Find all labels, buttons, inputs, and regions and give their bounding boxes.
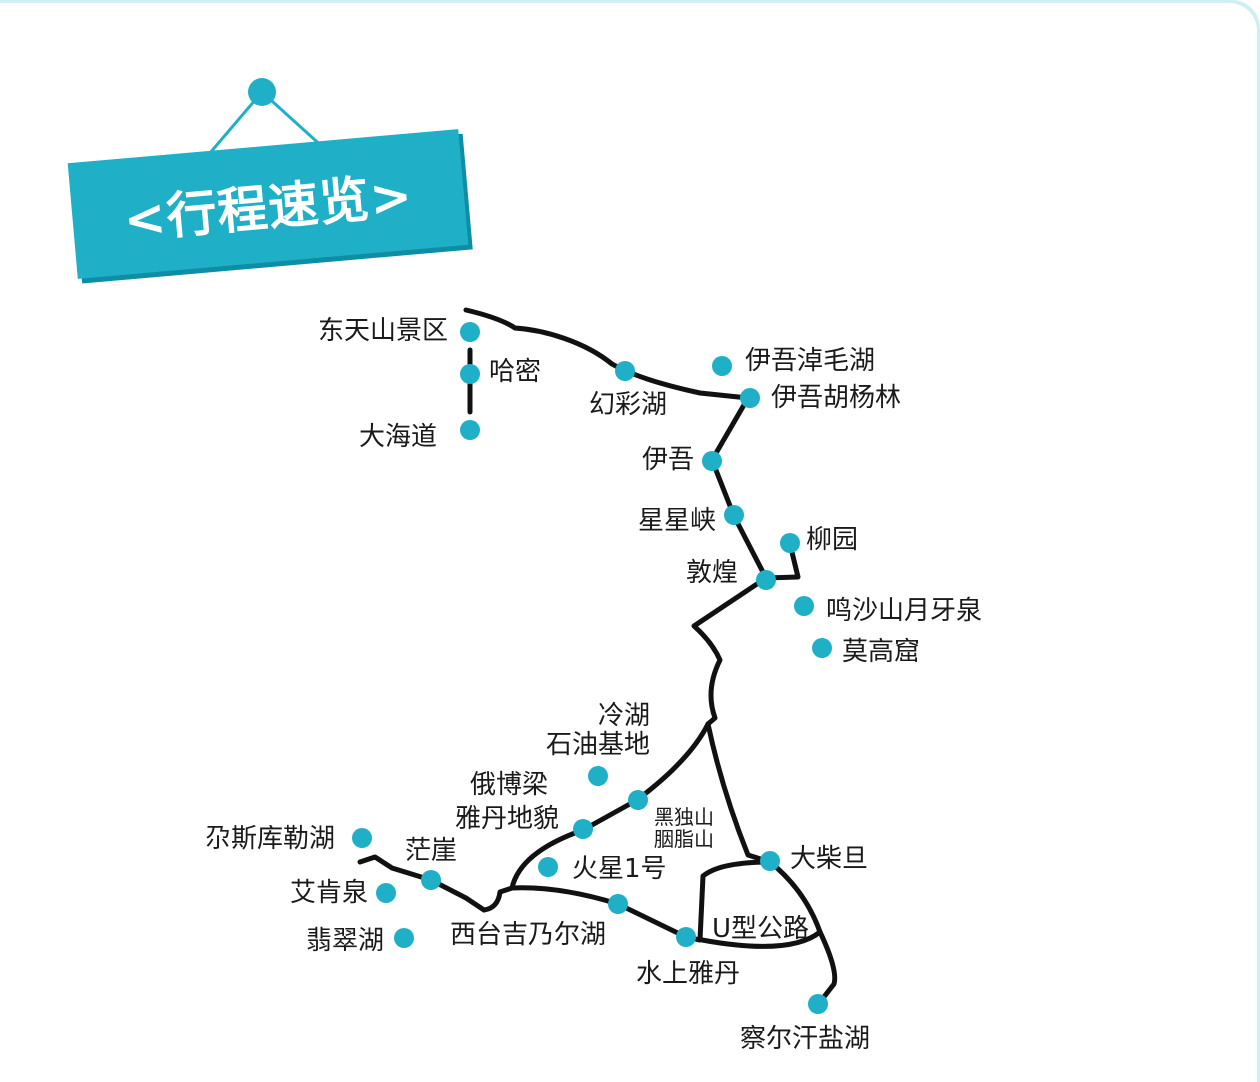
label-dahaidao: 大海道	[359, 422, 438, 452]
stop-heidushan-dot[interactable]	[628, 790, 648, 810]
label-shuishangyadan: 水上雅丹	[636, 959, 741, 989]
stop-chaerhanyanhu-dot[interactable]	[808, 994, 828, 1014]
route-hami-to-huyanglin	[463, 307, 751, 401]
stop-markers	[352, 322, 832, 1014]
route-to-chaerhan	[817, 929, 838, 1005]
sign-hanger	[202, 78, 328, 161]
label-heidushan-line2: 胭脂山	[654, 827, 714, 851]
label-feicuihu: 翡翠湖	[306, 926, 385, 956]
label-mangya: 茫崖	[405, 836, 458, 866]
label-eboliang: 俄博梁	[470, 770, 549, 800]
label-liuyuan: 柳园	[806, 525, 859, 555]
label-chaerhanyanhu: 察尔汗盐湖	[740, 1024, 871, 1054]
label-xingxingxia: 星星峡	[638, 506, 717, 536]
stop-yiwu-dot[interactable]	[702, 451, 722, 471]
stop-yiwunaomaohu-dot[interactable]	[712, 356, 732, 376]
label-huoxing1hao: 火星1号	[572, 854, 667, 884]
label-dachaidan: 大柴旦	[790, 844, 869, 874]
stop-liuyuan-dot[interactable]	[780, 533, 800, 553]
stop-xitaijinaierhu-dot[interactable]	[608, 894, 628, 914]
stop-xingxingxia-dot[interactable]	[724, 505, 744, 525]
stop-hami-dot[interactable]	[460, 364, 480, 384]
label-yadandimao: 雅丹地貌	[455, 804, 560, 834]
stop-dahaidao-dot[interactable]	[460, 420, 480, 440]
label-ersikulehu: 尕斯库勒湖	[205, 824, 336, 854]
stop-dongtianshan-dot[interactable]	[460, 322, 480, 342]
label-heidushan-line1: 黑独山	[654, 805, 714, 829]
stop-yiwuhuyanglin-dot[interactable]	[740, 388, 760, 408]
stop-feicuihu-dot[interactable]	[394, 928, 414, 948]
hanger-string-right	[260, 90, 328, 152]
stop-yadandimao-dot[interactable]	[573, 819, 593, 839]
label-dunhuang: 敦煌	[686, 558, 739, 588]
label-lenghu: 冷湖	[598, 701, 651, 731]
stop-eboliang-dot[interactable]	[588, 766, 608, 786]
stop-mangya-dot[interactable]	[421, 870, 441, 890]
label-mogaoku: 莫高窟	[842, 637, 921, 667]
label-shiyoujidi: 石油基地	[546, 730, 651, 760]
page-title: <行程速览>	[121, 166, 416, 250]
label-dongtianshan: 东天山景区	[318, 316, 449, 346]
stop-huoxing1hao-dot[interactable]	[538, 857, 558, 877]
stop-ersikulehu-dot[interactable]	[352, 828, 372, 848]
stop-shuishangyadan-dot[interactable]	[676, 927, 696, 947]
route-dunhuang-south	[691, 575, 769, 727]
stop-huancaihu-dot[interactable]	[615, 361, 635, 381]
stop-mingshashan-dot[interactable]	[794, 596, 814, 616]
label-xitaijinaierhu: 西台吉乃尔湖	[450, 920, 607, 950]
stop-aikenquan-dot[interactable]	[376, 883, 396, 903]
stop-dachaidan-dot[interactable]	[760, 851, 780, 871]
label-huancaihu: 幻彩湖	[589, 390, 668, 420]
route-dunhuang-liuyuan-spur	[763, 541, 801, 581]
label-yiwu: 伊吾	[642, 445, 695, 475]
label-aikenquan: 艾肯泉	[290, 878, 369, 908]
hanger-string-left	[202, 91, 264, 161]
route-huyanglin-to-dunhuang	[709, 395, 769, 581]
route-dachaidan-branch	[705, 721, 773, 865]
hanger-pin	[248, 78, 276, 106]
route-mangya-west	[357, 854, 689, 940]
route-u-loop	[683, 859, 823, 949]
stop-dunhuang-dot[interactable]	[756, 570, 776, 590]
stop-mogaoku-dot[interactable]	[812, 638, 832, 658]
label-yiwunaomaohu: 伊吾淖毛湖	[745, 346, 876, 376]
label-hami: 哈密	[489, 357, 542, 387]
label-yiwuhuyanglin: 伊吾胡杨林	[771, 383, 902, 413]
label-mingshashan: 鸣沙山月牙泉	[826, 596, 983, 626]
label-ugonglu: U型公路	[712, 914, 810, 944]
